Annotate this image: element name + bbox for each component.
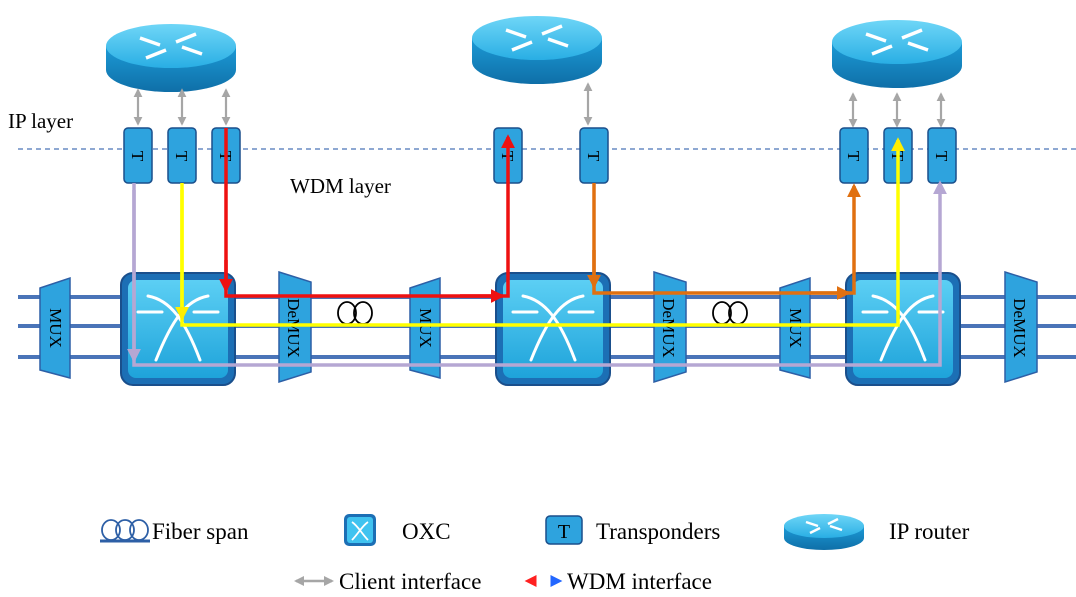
demux-node-2: DeMUX [653,270,687,384]
transponder-letters: T T T T T T T T [128,151,951,162]
demux-label: DeMUX [659,298,678,358]
oxc-node-3 [845,272,961,386]
mux-node-2: MUX [409,276,441,379]
ip-layer-label: IP layer [8,109,73,133]
mux-label: MUX [416,308,435,348]
transponder-label: T [932,151,951,162]
legend-wdm-interface: WDM interface [567,569,712,594]
mux-label: MUX [46,308,65,348]
transponders [123,127,957,184]
oxc-icon [344,514,376,546]
router-node-1 [106,24,236,92]
demux-node-1: DeMUX [278,270,312,384]
router-icon [784,514,864,550]
oxc-node-1 [120,272,236,386]
transponder-label: T [584,151,603,162]
fiber-span-icon [100,519,150,543]
svg-text:T: T [558,521,570,543]
transponder-label: T [844,151,863,162]
transponder-label: T [128,151,147,162]
legend-transponders: Transponders [596,519,720,544]
lightpath-orange [592,183,861,295]
mux-node-1: MUX [39,276,71,379]
legend-ip-router: IP router [889,519,970,544]
transponder-label: T [172,151,191,162]
router-node-3 [832,20,962,88]
lightpath-red [224,128,515,298]
mux-node-3: MUX [779,276,811,379]
client-interface-arrows [133,82,946,128]
router-node-2 [472,16,602,84]
legend-fiber-span: Fiber span [152,519,249,544]
fiber-span-2 [712,301,748,325]
demux-label: DeMUX [1010,298,1029,358]
oxc-node-2 [495,272,611,386]
legend-client-interface: Client interface [339,569,481,594]
demux-node-3: DeMUX [1004,270,1038,384]
fiber-span-1 [337,301,373,325]
mux-label: MUX [786,308,805,348]
wdm-layer-label: WDM layer [290,174,391,198]
legend-oxc: OXC [402,519,451,544]
transponder-icon: T [545,515,583,545]
legend: Fiber span OXC T Transponders IP router … [100,514,970,594]
demux-label: DeMUX [284,298,303,358]
